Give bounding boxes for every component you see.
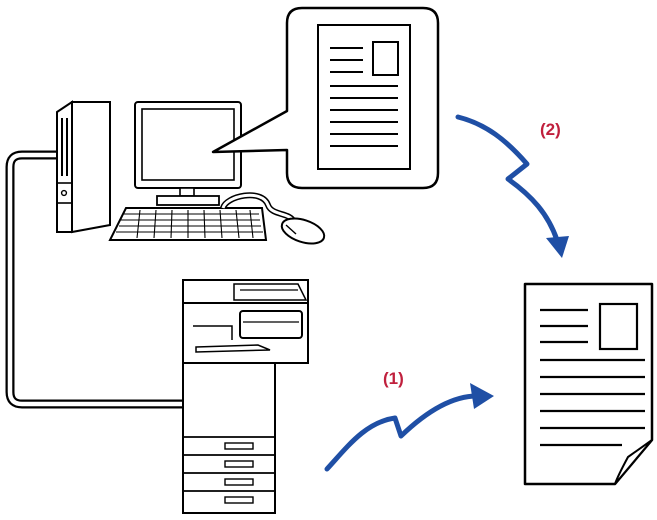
pc-tower <box>56 100 111 234</box>
curved-arrow-icon <box>455 114 569 258</box>
pc-mouse <box>220 192 326 245</box>
curved-arrow-icon <box>324 383 494 472</box>
document-icon <box>317 24 411 170</box>
pc-monitor <box>134 101 242 206</box>
multifunction-printer-icon <box>182 279 309 514</box>
pc-keyboard <box>108 207 268 241</box>
speech-bubble-icon <box>211 6 440 190</box>
step-label-2: (2) <box>540 120 561 139</box>
step-label-1: (1) <box>383 369 404 388</box>
document-icon <box>523 282 654 486</box>
desktop-pc-icon <box>56 100 326 245</box>
cable <box>5 150 188 409</box>
